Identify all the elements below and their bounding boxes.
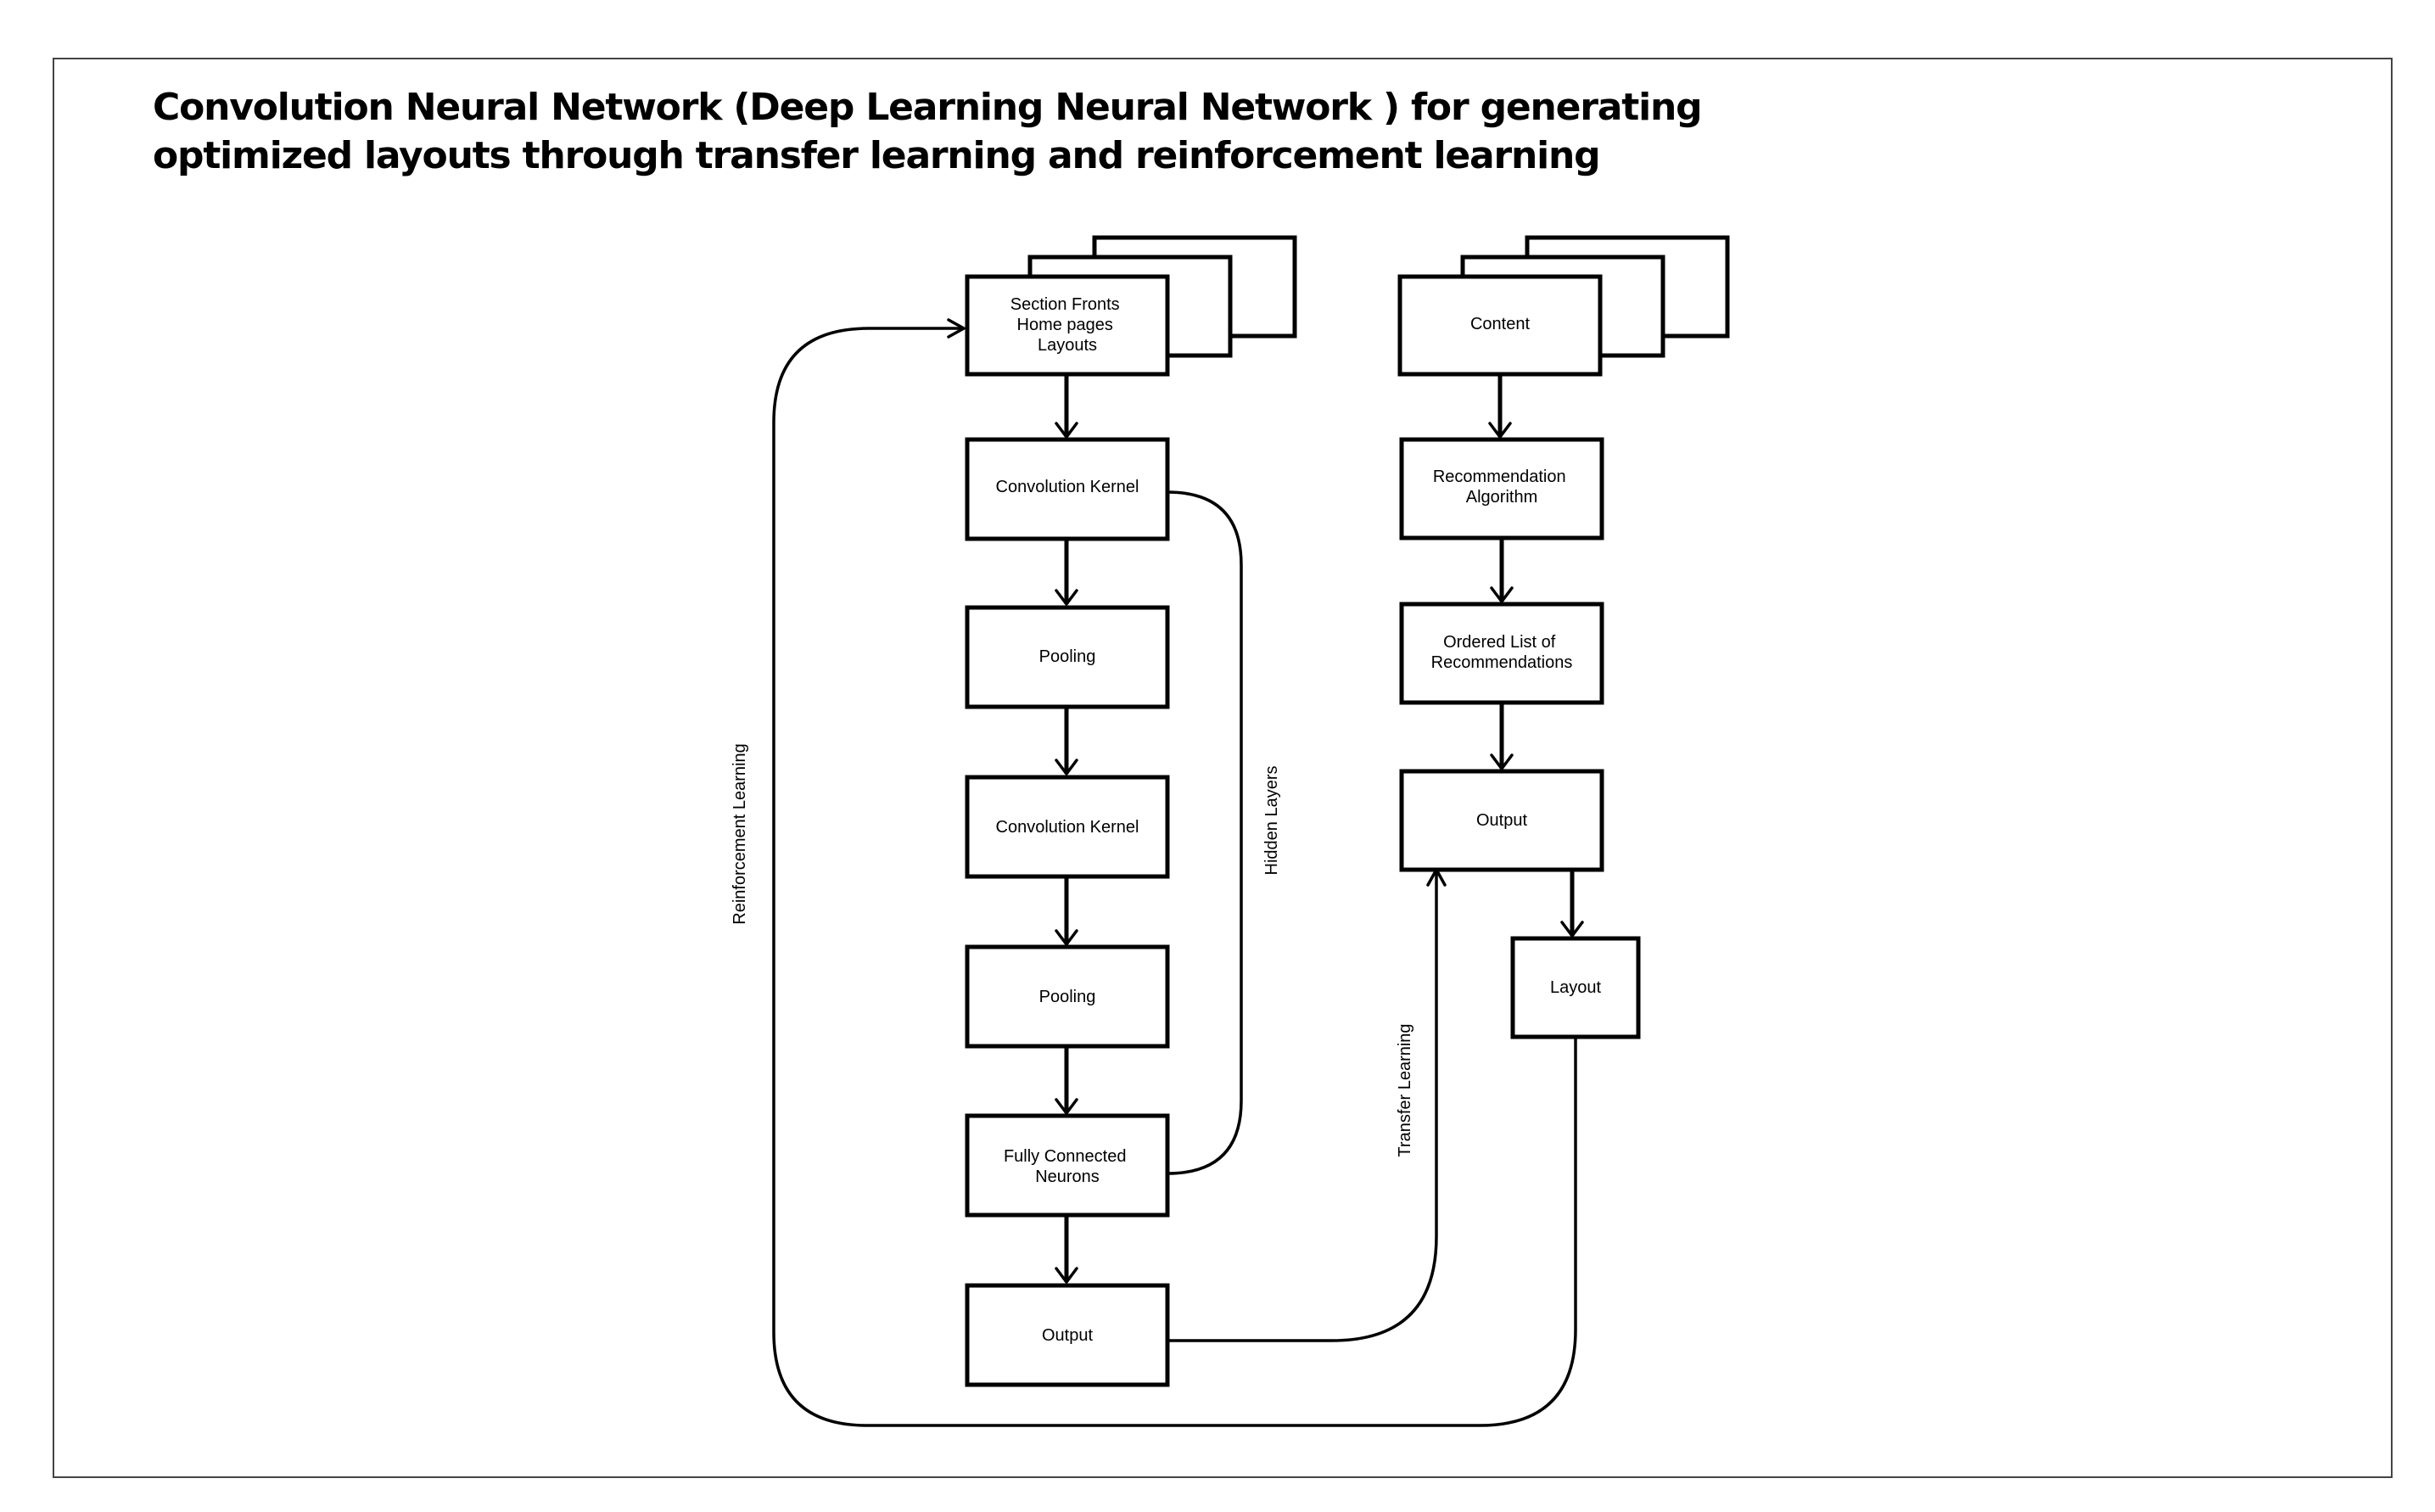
right-column-arrows xyxy=(1488,374,1584,938)
section-fronts-line-3: Layouts xyxy=(1038,336,1097,355)
convolution-kernel-2-label: Convolution Kernel xyxy=(996,818,1139,837)
ordered-list-line-1: Ordered List of xyxy=(1443,633,1556,652)
content-node: Content xyxy=(1397,274,1603,377)
convolution-kernel-2-node: Convolution Kernel xyxy=(965,775,1170,879)
content-label: Content xyxy=(1470,315,1530,333)
section-fronts-node: Section Fronts Home pages Layouts xyxy=(965,274,1170,377)
left-column-arrows xyxy=(1055,374,1078,1284)
reinforcement-learning-label: Reinforcement Learning xyxy=(730,743,749,924)
layout-node: Layout xyxy=(1510,936,1641,1039)
title-line-1: Convolution Neural Network (Deep Learnin… xyxy=(153,86,1703,129)
transfer-learning-path xyxy=(1167,870,1438,1342)
fully-connected-line-1: Fully Connected xyxy=(1004,1147,1127,1166)
pooling-2-label: Pooling xyxy=(1039,988,1096,1006)
reinforcement-learning-loop xyxy=(772,327,1577,1427)
svg-text:Recommendation Algorithm: Recommendation Algorithm xyxy=(1433,468,1570,507)
section-fronts-line-1: Section Fronts xyxy=(1010,295,1120,314)
pooling-1-node: Pooling xyxy=(965,605,1170,709)
convolution-kernel-1-label: Convolution Kernel xyxy=(996,478,1139,496)
recommendation-algorithm-line-1: Recommendation xyxy=(1433,468,1566,486)
convolution-kernel-1-node: Convolution Kernel xyxy=(965,437,1170,541)
output-left-node: Output xyxy=(965,1283,1170,1387)
layout-label: Layout xyxy=(1550,978,1601,997)
reinforcement-arrowhead xyxy=(947,318,966,339)
svg-text:Section Fronts Home page: Section Fronts Home pages Layouts xyxy=(1010,295,1125,355)
diagram-frame xyxy=(53,58,2393,1478)
title-line-2: optimized layouts through transfer learn… xyxy=(153,134,1601,177)
ordered-list-line-2: Recommendations xyxy=(1431,653,1573,672)
transfer-learning-label: Transfer Learning xyxy=(1396,1023,1414,1156)
recommendation-algorithm-line-2: Algorithm xyxy=(1466,488,1537,507)
output-right-node: Output xyxy=(1399,769,1604,872)
pooling-1-label: Pooling xyxy=(1039,647,1096,666)
output-right-label: Output xyxy=(1476,811,1527,830)
output-left-label: Output xyxy=(1042,1326,1093,1345)
hidden-layers-connector xyxy=(1167,490,1243,1175)
section-fronts-line-2: Home pages xyxy=(1017,316,1113,334)
fully-connected-node: Fully Connected Neurons xyxy=(965,1113,1170,1218)
diagram-title: Convolution Neural Network (Deep Learnin… xyxy=(153,83,1765,180)
hidden-layers-label: Hidden Layers xyxy=(1262,766,1281,876)
ordered-list-node: Ordered List of Recommendations xyxy=(1399,602,1604,705)
recommendation-algorithm-node: Recommendation Algorithm xyxy=(1399,437,1604,540)
fully-connected-line-2: Neurons xyxy=(1035,1168,1100,1186)
svg-text:Ordered List of Recommen: Ordered List of Recommendations xyxy=(1431,633,1573,672)
svg-text:Fully Connected Neurons: Fully Connected Neurons xyxy=(1004,1147,1131,1186)
pooling-2-node: Pooling xyxy=(965,944,1170,1049)
